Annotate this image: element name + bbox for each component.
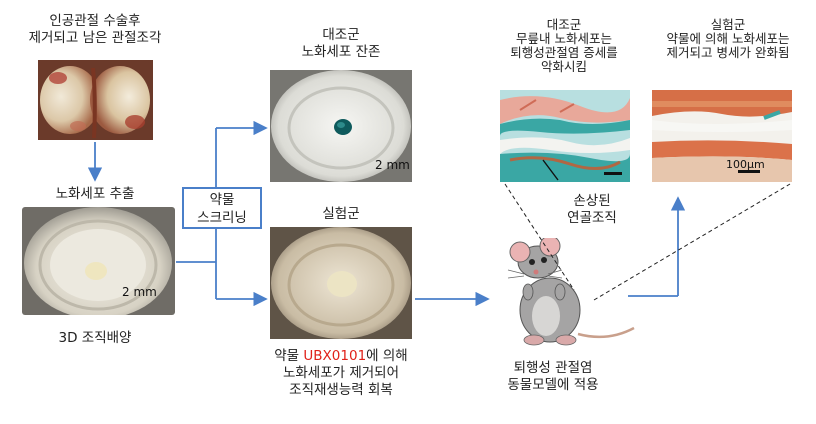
- screening-box: 약물 스크리닝: [182, 187, 262, 229]
- control-histology-label: 대조군 무릎내 노화세포는 퇴행성관절염 증세를 악화시킴: [490, 18, 638, 74]
- drug-result-line3: 조직재생능력 회복: [289, 382, 393, 398]
- control-dish-photo: [270, 70, 412, 182]
- cartilage-label-line2: 제거되고 남은 관절조각: [28, 30, 162, 46]
- drug-result-suffix: 에 의해: [366, 348, 408, 364]
- screening-box-line1: 약물: [209, 192, 235, 208]
- experimental-histology-line2: 약물에 의해 노화세포는: [666, 31, 790, 46]
- control-dish-label-line1: 대조군: [322, 27, 360, 43]
- experimental-dish-photo: [270, 227, 412, 339]
- animal-model-line1: 퇴행성 관절염: [513, 360, 593, 376]
- mouse-illustration: [488, 235, 638, 348]
- experimental-histology-line3: 제거되고 병세가 완화됨: [666, 45, 790, 60]
- senescent-extraction-label: 노화세포 추출: [55, 186, 135, 202]
- drug-name: UBX0101: [303, 348, 367, 364]
- histology-scale-label: 100μm: [726, 158, 765, 171]
- control-histology-line3: 퇴행성관절염 증세를: [510, 45, 618, 60]
- culture-dish-photo: [22, 207, 175, 315]
- animal-model-label: 퇴행성 관절염 동물모델에 적용: [478, 360, 628, 394]
- control-histology-line4: 악화시킴: [540, 59, 587, 74]
- cartilage-fragment-photo: [38, 60, 153, 140]
- control-dish-label-line2: 노화세포 잔존: [301, 44, 381, 60]
- experimental-histology-label: 실험군 약물에 의해 노화세포는 제거되고 병세가 완화됨: [650, 18, 806, 60]
- drug-result-line2: 노화세포가 제거되어: [282, 365, 400, 381]
- animal-model-line2: 동물모델에 적용: [507, 377, 599, 393]
- experimental-dish-label: 실험군: [322, 206, 360, 222]
- cartilage-label: 인공관절 수술후 제거되고 남은 관절조각: [10, 13, 180, 47]
- drug-result-label: 약물 UBX0101에 의해 노화세포가 제거되어 조직재생능력 회복: [256, 348, 426, 399]
- control-histology-line2: 무릎내 노화세포는: [516, 31, 612, 46]
- control-dish-label: 대조군 노화세포 잔존: [281, 27, 401, 61]
- drug-result-prefix: 약물: [274, 348, 304, 364]
- damaged-cartilage-label: 손상된 연골조직: [552, 193, 632, 227]
- control-scale-label: 2 mm: [375, 158, 410, 172]
- damaged-cartilage-line1: 손상된: [573, 193, 611, 209]
- control-histology-image: [500, 90, 630, 182]
- experimental-histology-image: [652, 90, 792, 182]
- drug-result-line1: 약물 UBX0101에 의해: [256, 348, 426, 365]
- screening-box-line2: 스크리닝: [197, 210, 247, 226]
- culture-scale-label: 2 mm: [122, 285, 157, 299]
- culture-label: 3D 조직배양: [58, 330, 132, 346]
- cartilage-label-line1: 인공관절 수술후: [49, 13, 141, 29]
- damaged-cartilage-line2: 연골조직: [567, 210, 617, 226]
- control-histology-line1: 대조군: [546, 17, 582, 32]
- experimental-histology-line1: 실험군: [710, 17, 746, 32]
